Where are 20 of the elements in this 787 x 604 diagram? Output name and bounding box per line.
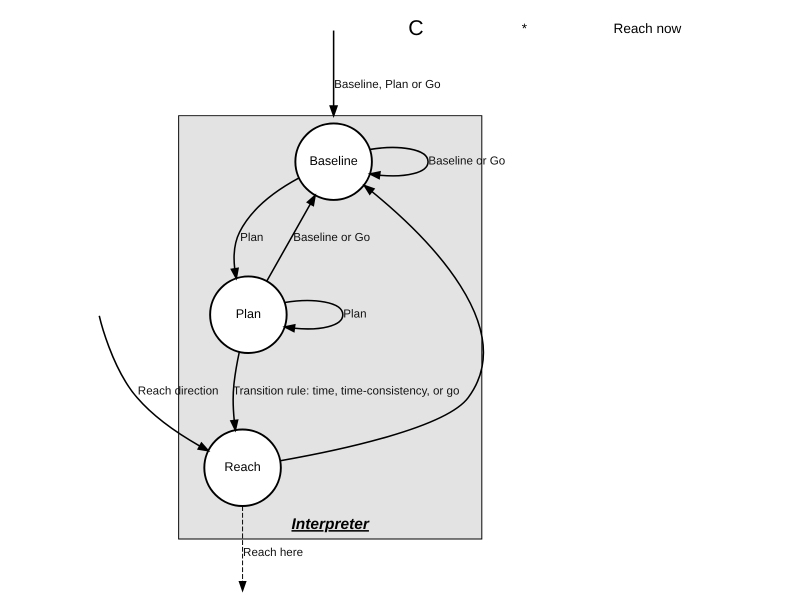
label: * bbox=[522, 21, 528, 36]
arrow bbox=[238, 506, 247, 593]
edge-label: Baseline, Plan or Go bbox=[334, 78, 441, 92]
node-circle: Plan bbox=[209, 276, 288, 354]
edge-label: Baseline or Go bbox=[293, 231, 370, 244]
arrow bbox=[282, 300, 344, 333]
arrow bbox=[329, 30, 338, 118]
edge-label: Reach here bbox=[243, 546, 304, 560]
edge-label: Plan bbox=[343, 308, 367, 321]
arrow bbox=[230, 352, 240, 432]
arrow bbox=[98, 316, 210, 452]
arrow bbox=[280, 184, 484, 462]
label: Reach now bbox=[614, 21, 682, 36]
node-circle: Reach bbox=[203, 428, 282, 507]
arrow bbox=[266, 193, 316, 282]
node-circle: Baseline bbox=[294, 122, 373, 201]
arrow bbox=[368, 146, 429, 180]
arrow bbox=[230, 177, 300, 281]
label: C bbox=[408, 16, 424, 40]
edge-label: Plan bbox=[240, 231, 264, 244]
